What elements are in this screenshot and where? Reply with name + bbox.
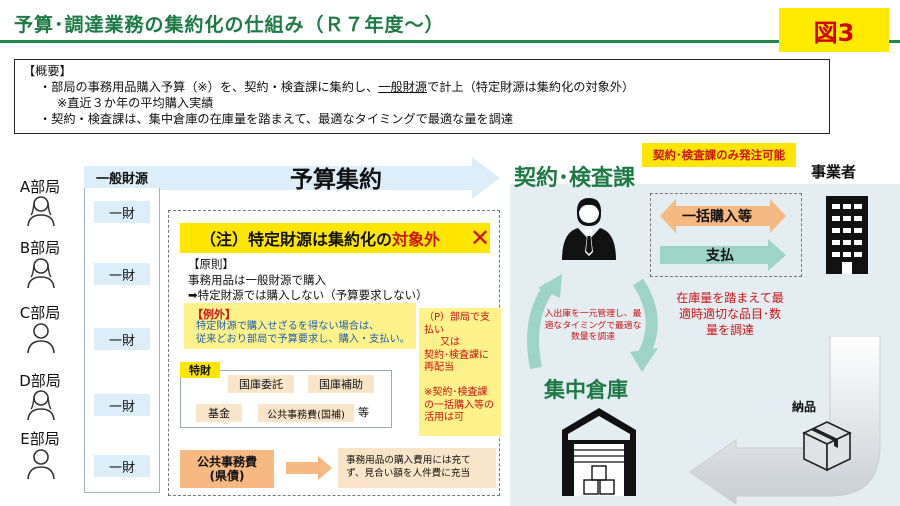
exception-line-2: 従来どおり部局で予算要求し、購入・支払い。 bbox=[196, 334, 410, 345]
public-works-fund-note: 事務用品の購入費用には充て ず、見合い額を人件費に充当 bbox=[338, 448, 496, 488]
general-fund-header: 一般財源 bbox=[84, 166, 160, 188]
dept-label-b: B部局 bbox=[19, 239, 61, 257]
order-only-badge: 契約･検査課のみ発注可能 bbox=[642, 143, 796, 167]
dept-label-d: D部局 bbox=[19, 372, 61, 390]
page-title: 予算･調達業務の集約化の仕組み（Ｒ７年度～） bbox=[14, 14, 445, 36]
general-fund-item-b: 一財 bbox=[94, 263, 150, 285]
cross-mark-icon: ✕ bbox=[470, 224, 491, 252]
dept-label-e: E部局 bbox=[20, 430, 60, 448]
public-works-note-line-2: ず、見合い額を人件費に充当 bbox=[346, 468, 471, 479]
warehouse-title: 集中倉庫 bbox=[544, 378, 628, 402]
overview-line-1-pre: ・部局の事務用品購入予算（※）を、契約・検査課に集約し、 bbox=[39, 80, 379, 94]
principle-block: 【原則】 事務用品は一般財源で購入 ➡特定財源では購入しない（予算要求しない） bbox=[188, 257, 428, 304]
overview-line-3: ・契約・検査課は、集中倉庫の在庫量を踏まえて、最適なタイミングで最適な量を調達 bbox=[39, 112, 514, 126]
specific-fund-item: 基金 bbox=[196, 404, 242, 422]
specific-fund-etc: 等 bbox=[358, 406, 369, 419]
general-fund-item-d: 一財 bbox=[94, 394, 150, 416]
payment-arrow bbox=[660, 239, 786, 271]
specific-fund-item: 国庫補助 bbox=[308, 375, 374, 393]
note-heading-red-text: 対象外 bbox=[392, 230, 441, 249]
exception-box bbox=[184, 303, 416, 349]
overview-line-1: ・部局の事務用品購入予算（※）を、契約・検査課に集約し、一般財源で計上（特定財源… bbox=[23, 79, 821, 95]
specific-fund-note-heading: （注）特定財源は集約化の対象外 bbox=[180, 223, 490, 253]
vendor-title: 事業者 bbox=[811, 163, 857, 181]
public-works-fund-arrow bbox=[286, 456, 332, 480]
exception-line-1: 特定財源で購入せざるを得ない場合は、 bbox=[196, 321, 380, 332]
p-note-line-3: 契約･検査課に再配当 bbox=[424, 349, 489, 374]
budget-consolidation-label: 予算集約 bbox=[290, 167, 382, 193]
dept-label-a: A部局 bbox=[19, 178, 61, 196]
exception-text: 特定財源で購入せざるを得ない場合は、 従来どおり部局で予算要求し、購入・支払い。 bbox=[196, 320, 410, 346]
package-icon bbox=[802, 421, 852, 472]
overview-heading: 【概要】 bbox=[23, 64, 72, 78]
officer-vendor-frame bbox=[650, 193, 802, 277]
public-works-fund-box: 公共事務費 (県債) bbox=[180, 450, 274, 488]
stock-cycle-arrows bbox=[527, 274, 658, 372]
exception-title: 【例外】 bbox=[192, 308, 236, 321]
p-note-line-1: （P）部局で支払い bbox=[424, 312, 491, 336]
principle-line-1: 事務用品は一般財源で購入 bbox=[188, 272, 326, 287]
payment-label: 支払 bbox=[706, 248, 734, 264]
general-fund-item-a: 一財 bbox=[94, 201, 150, 223]
specific-fund-item: 国庫委託 bbox=[228, 375, 294, 393]
delivery-label: 納品 bbox=[792, 400, 817, 414]
contract-dept-title: 契約･検査課 bbox=[514, 166, 636, 191]
warehouse-cycle-note: 入出庫を一元管理し、最適なタイミングで最適な数量を調達 bbox=[544, 309, 642, 342]
vendor-building-icon bbox=[826, 196, 868, 274]
male-person-icon bbox=[27, 323, 55, 354]
female-person-icon bbox=[27, 196, 55, 227]
overview-line-1-underline: 一般財源 bbox=[378, 80, 428, 94]
principle-line-2: ➡特定財源では購入しない（予算要求しない） bbox=[188, 288, 428, 302]
bulk-purchase-arrow bbox=[660, 199, 786, 233]
title-divider bbox=[0, 40, 900, 43]
general-fund-item-e: 一財 bbox=[94, 455, 150, 477]
bulk-purchase-label: 一括購入等 bbox=[682, 209, 752, 225]
overview-box: 【概要】 ・部局の事務用品購入予算（※）を、契約・検査課に集約し、一般財源で計上… bbox=[14, 59, 830, 134]
overview-line-1-post: で計上（特定財源は集約化の対象外） bbox=[427, 80, 635, 94]
female-person-icon bbox=[27, 258, 55, 289]
payment-option-note: （P）部局で支払い 又は 契約･検査課に再配当 ※契約･検査課の一括購入等の活用… bbox=[419, 308, 501, 436]
principle-title: 【原則】 bbox=[188, 257, 234, 271]
specific-fund-item: 公共事務費(国補) bbox=[258, 404, 354, 422]
public-works-fund-title: 公共事務費 bbox=[196, 455, 257, 469]
overview-line-2: ※直近３か年の平均購入実績 bbox=[57, 96, 214, 110]
p-note-line-2: 又は bbox=[440, 337, 460, 349]
specific-fund-frame bbox=[180, 370, 392, 428]
delivery-arrow bbox=[689, 336, 881, 504]
p-note-line-4: ※契約･検査課の一括購入等の活用は可 bbox=[424, 386, 494, 424]
public-works-note-line-1: 事務用品の購入費用には充て bbox=[346, 455, 471, 466]
female-person-icon bbox=[27, 390, 55, 421]
figure-label: 図3 bbox=[779, 8, 889, 52]
general-fund-item-c: 一財 bbox=[94, 328, 150, 350]
warehouse-icon bbox=[562, 408, 636, 496]
officer-icon bbox=[562, 198, 616, 260]
dept-label-c: C部局 bbox=[19, 304, 61, 322]
male-person-icon bbox=[27, 449, 55, 480]
public-works-fund-subtitle: (県債) bbox=[209, 469, 245, 483]
budget-consolidation-arrow bbox=[160, 157, 500, 199]
specific-fund-label: 特財 bbox=[180, 362, 220, 378]
stock-procurement-note: 在庫量を踏まえて最適時適切な品目･数量を調達 bbox=[676, 291, 784, 337]
note-heading-text: （注）特定財源は集約化の bbox=[200, 230, 393, 249]
